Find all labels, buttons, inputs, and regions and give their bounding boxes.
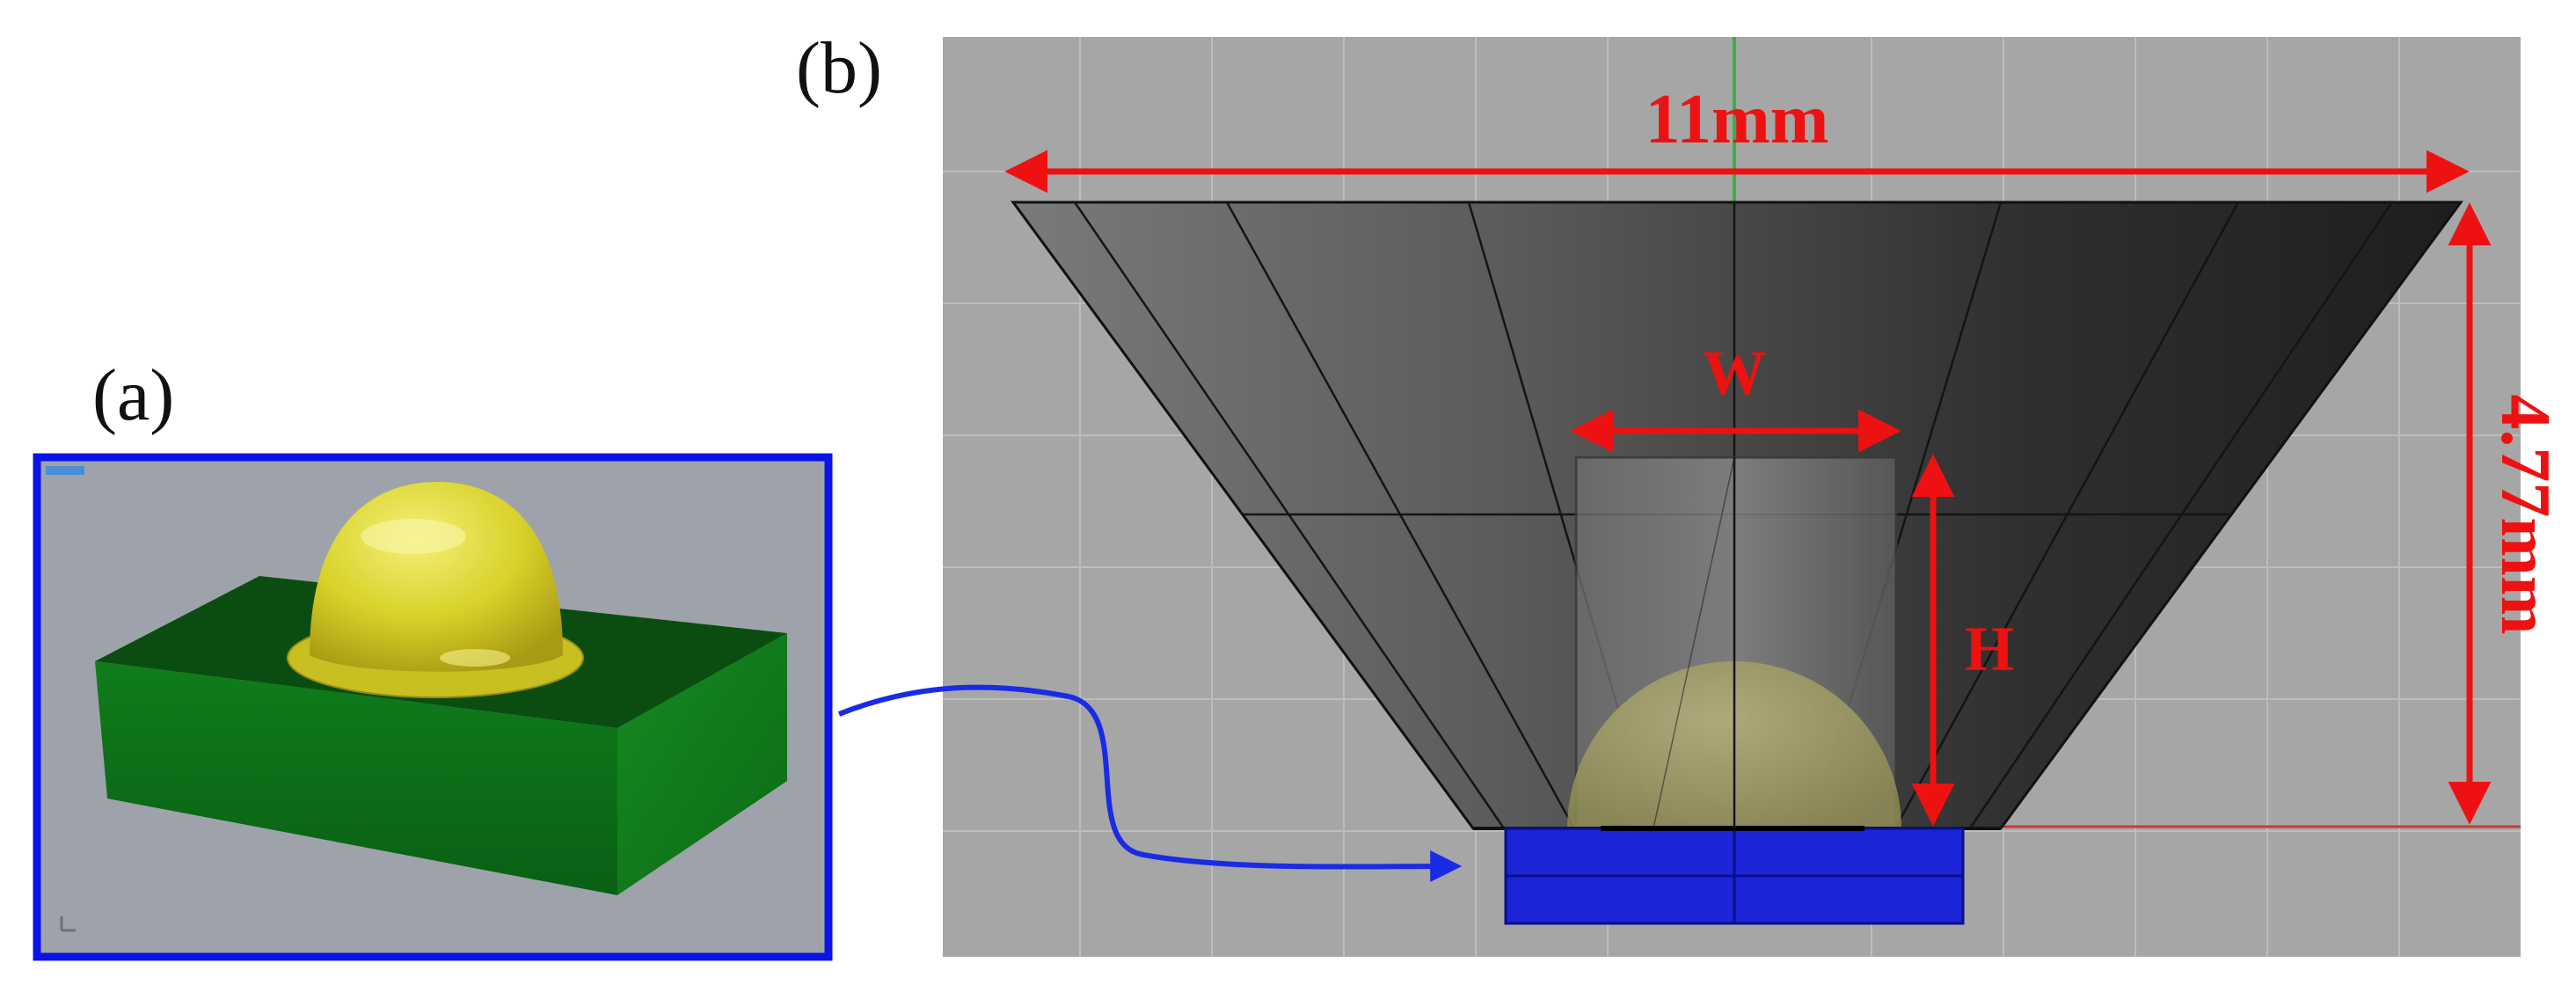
panel-b: 11mm 4.77mm W H xyxy=(943,37,2564,957)
led-base-side-view xyxy=(1504,826,1965,925)
curved-arrow-icon xyxy=(837,684,1463,883)
dimension-label-width: 11mm xyxy=(1646,81,1829,158)
led-base-front xyxy=(95,661,617,895)
dimension-label-inner-width: W xyxy=(1703,338,1766,408)
panel-label-a: (a) xyxy=(92,354,175,436)
led-base-side xyxy=(617,633,787,895)
viewport-tab-icon xyxy=(46,466,84,475)
dimension-label-height: 4.77mm xyxy=(2486,394,2564,634)
panel-label-b: (b) xyxy=(796,27,882,109)
dimension-label-inner-height: H xyxy=(1965,614,2014,684)
panel-a xyxy=(33,453,833,961)
axis-gizmo-icon xyxy=(60,916,76,932)
